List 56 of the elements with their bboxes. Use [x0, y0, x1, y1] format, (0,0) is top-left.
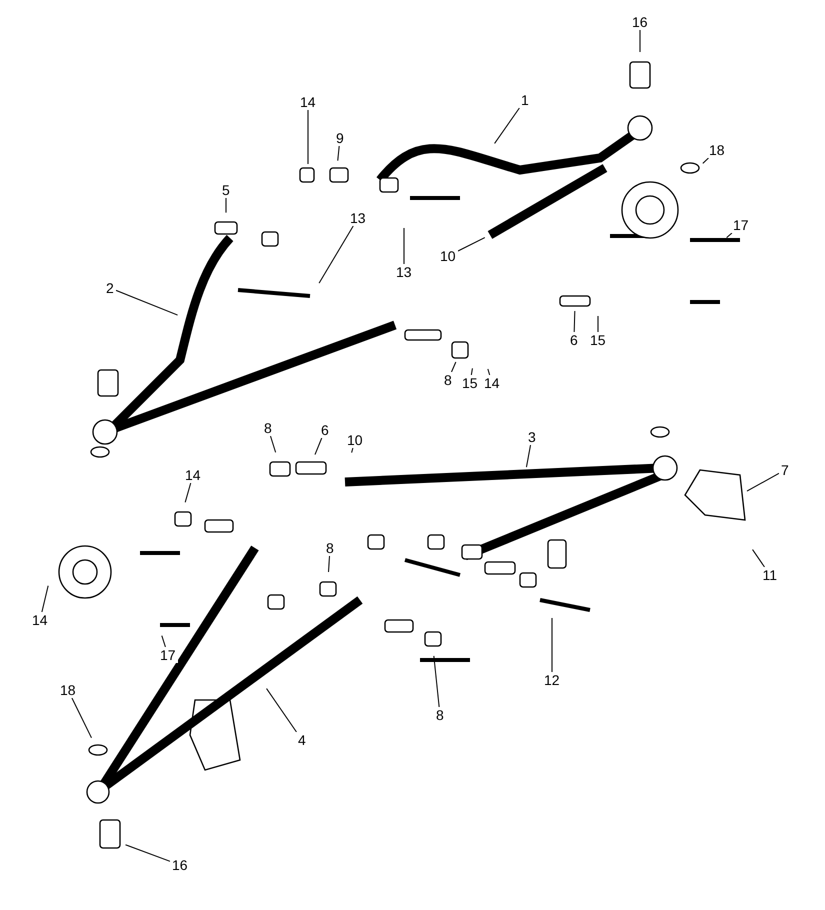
- callout-number: 1: [519, 92, 531, 108]
- leader-line: [41, 585, 49, 612]
- leader-line: [314, 438, 322, 456]
- callout-number: 8: [434, 707, 446, 723]
- leader-line: [328, 556, 330, 573]
- callout-number: 14: [298, 94, 318, 110]
- leader-line: [351, 448, 354, 454]
- callout-number: 9: [334, 130, 346, 146]
- callout-number: 16: [170, 857, 190, 873]
- callout-number: 11: [760, 567, 780, 583]
- callout-number: 15: [460, 375, 480, 391]
- leader-line: [266, 688, 297, 732]
- leader-line: [702, 158, 709, 164]
- callout-number: 8: [324, 540, 336, 556]
- leader-line: [746, 472, 780, 492]
- callout-number: 7: [779, 462, 791, 478]
- callout-number: 12: [542, 672, 562, 688]
- callout-number: 14: [183, 467, 203, 483]
- callout-number: 17: [731, 217, 751, 233]
- callout-number: 5: [220, 182, 232, 198]
- callout-number: 6: [319, 422, 331, 438]
- leader-line: [337, 146, 340, 162]
- leader-line: [71, 698, 92, 738]
- leader-line: [726, 232, 732, 238]
- leader-line: [494, 108, 520, 144]
- callout-number: 14: [30, 612, 50, 628]
- leader-line: [752, 549, 765, 568]
- callout-number: 10: [438, 248, 458, 264]
- callout-number: 13: [348, 210, 368, 226]
- callout-number: 4: [296, 732, 308, 748]
- leader-line: [458, 237, 486, 252]
- leader-line: [450, 362, 456, 372]
- callout-number: 13: [394, 264, 414, 280]
- callout-number: 6: [568, 332, 580, 348]
- callout-number: 17: [158, 647, 178, 663]
- callout-number: 2: [104, 280, 116, 296]
- leader-line: [318, 226, 354, 284]
- callout-number: 10: [345, 432, 365, 448]
- leader-line: [574, 310, 576, 332]
- callout-number: 8: [442, 372, 454, 388]
- leader-line: [184, 482, 192, 503]
- leader-line: [487, 368, 490, 376]
- leader-line: [161, 635, 166, 648]
- callout-number: 18: [707, 142, 727, 158]
- callout-number: 18: [58, 682, 78, 698]
- leader-line: [433, 655, 440, 708]
- leader-line: [116, 290, 178, 316]
- callout-number: 16: [630, 14, 650, 30]
- leader-line: [470, 368, 473, 376]
- leader-line: [270, 436, 276, 453]
- callout-number: 3: [526, 429, 538, 445]
- callout-number: 15: [588, 332, 608, 348]
- callout-number: 14: [482, 375, 502, 391]
- leader-line: [125, 844, 170, 862]
- leader-line: [526, 444, 532, 468]
- callout-number: 8: [262, 420, 274, 436]
